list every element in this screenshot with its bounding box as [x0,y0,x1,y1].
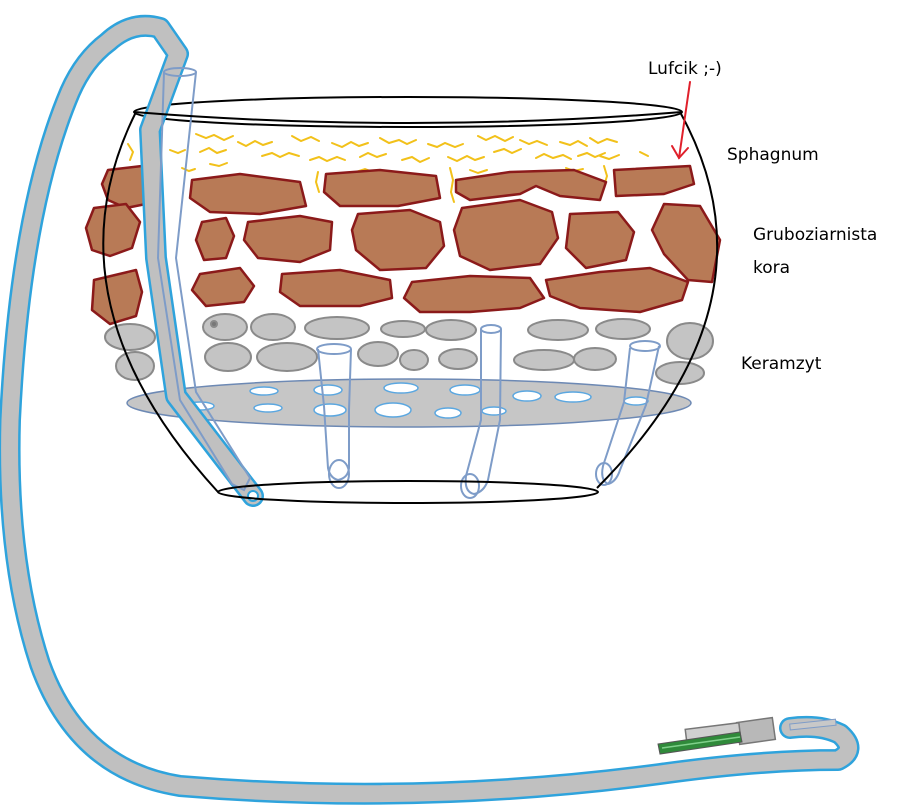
bowl-base [217,480,599,504]
bowl-rim-front [133,111,683,124]
bark-label-line1: Gruboziarnista [753,225,878,245]
vent-label: Lufcik ;-) [648,59,722,79]
sphagnum-label: Sphagnum [727,145,819,165]
bark-layer [84,164,722,326]
syringe [657,716,837,755]
bark-label-line2: kora [753,258,791,278]
vent-arrow [671,81,691,160]
inner-glass-tube [156,71,252,492]
hose-core [1,17,857,803]
mesh-holes [185,382,649,419]
keramzyt-layer [104,313,714,385]
bowl-body [102,111,719,493]
keramzyt-label: Keramzyt [741,354,822,374]
